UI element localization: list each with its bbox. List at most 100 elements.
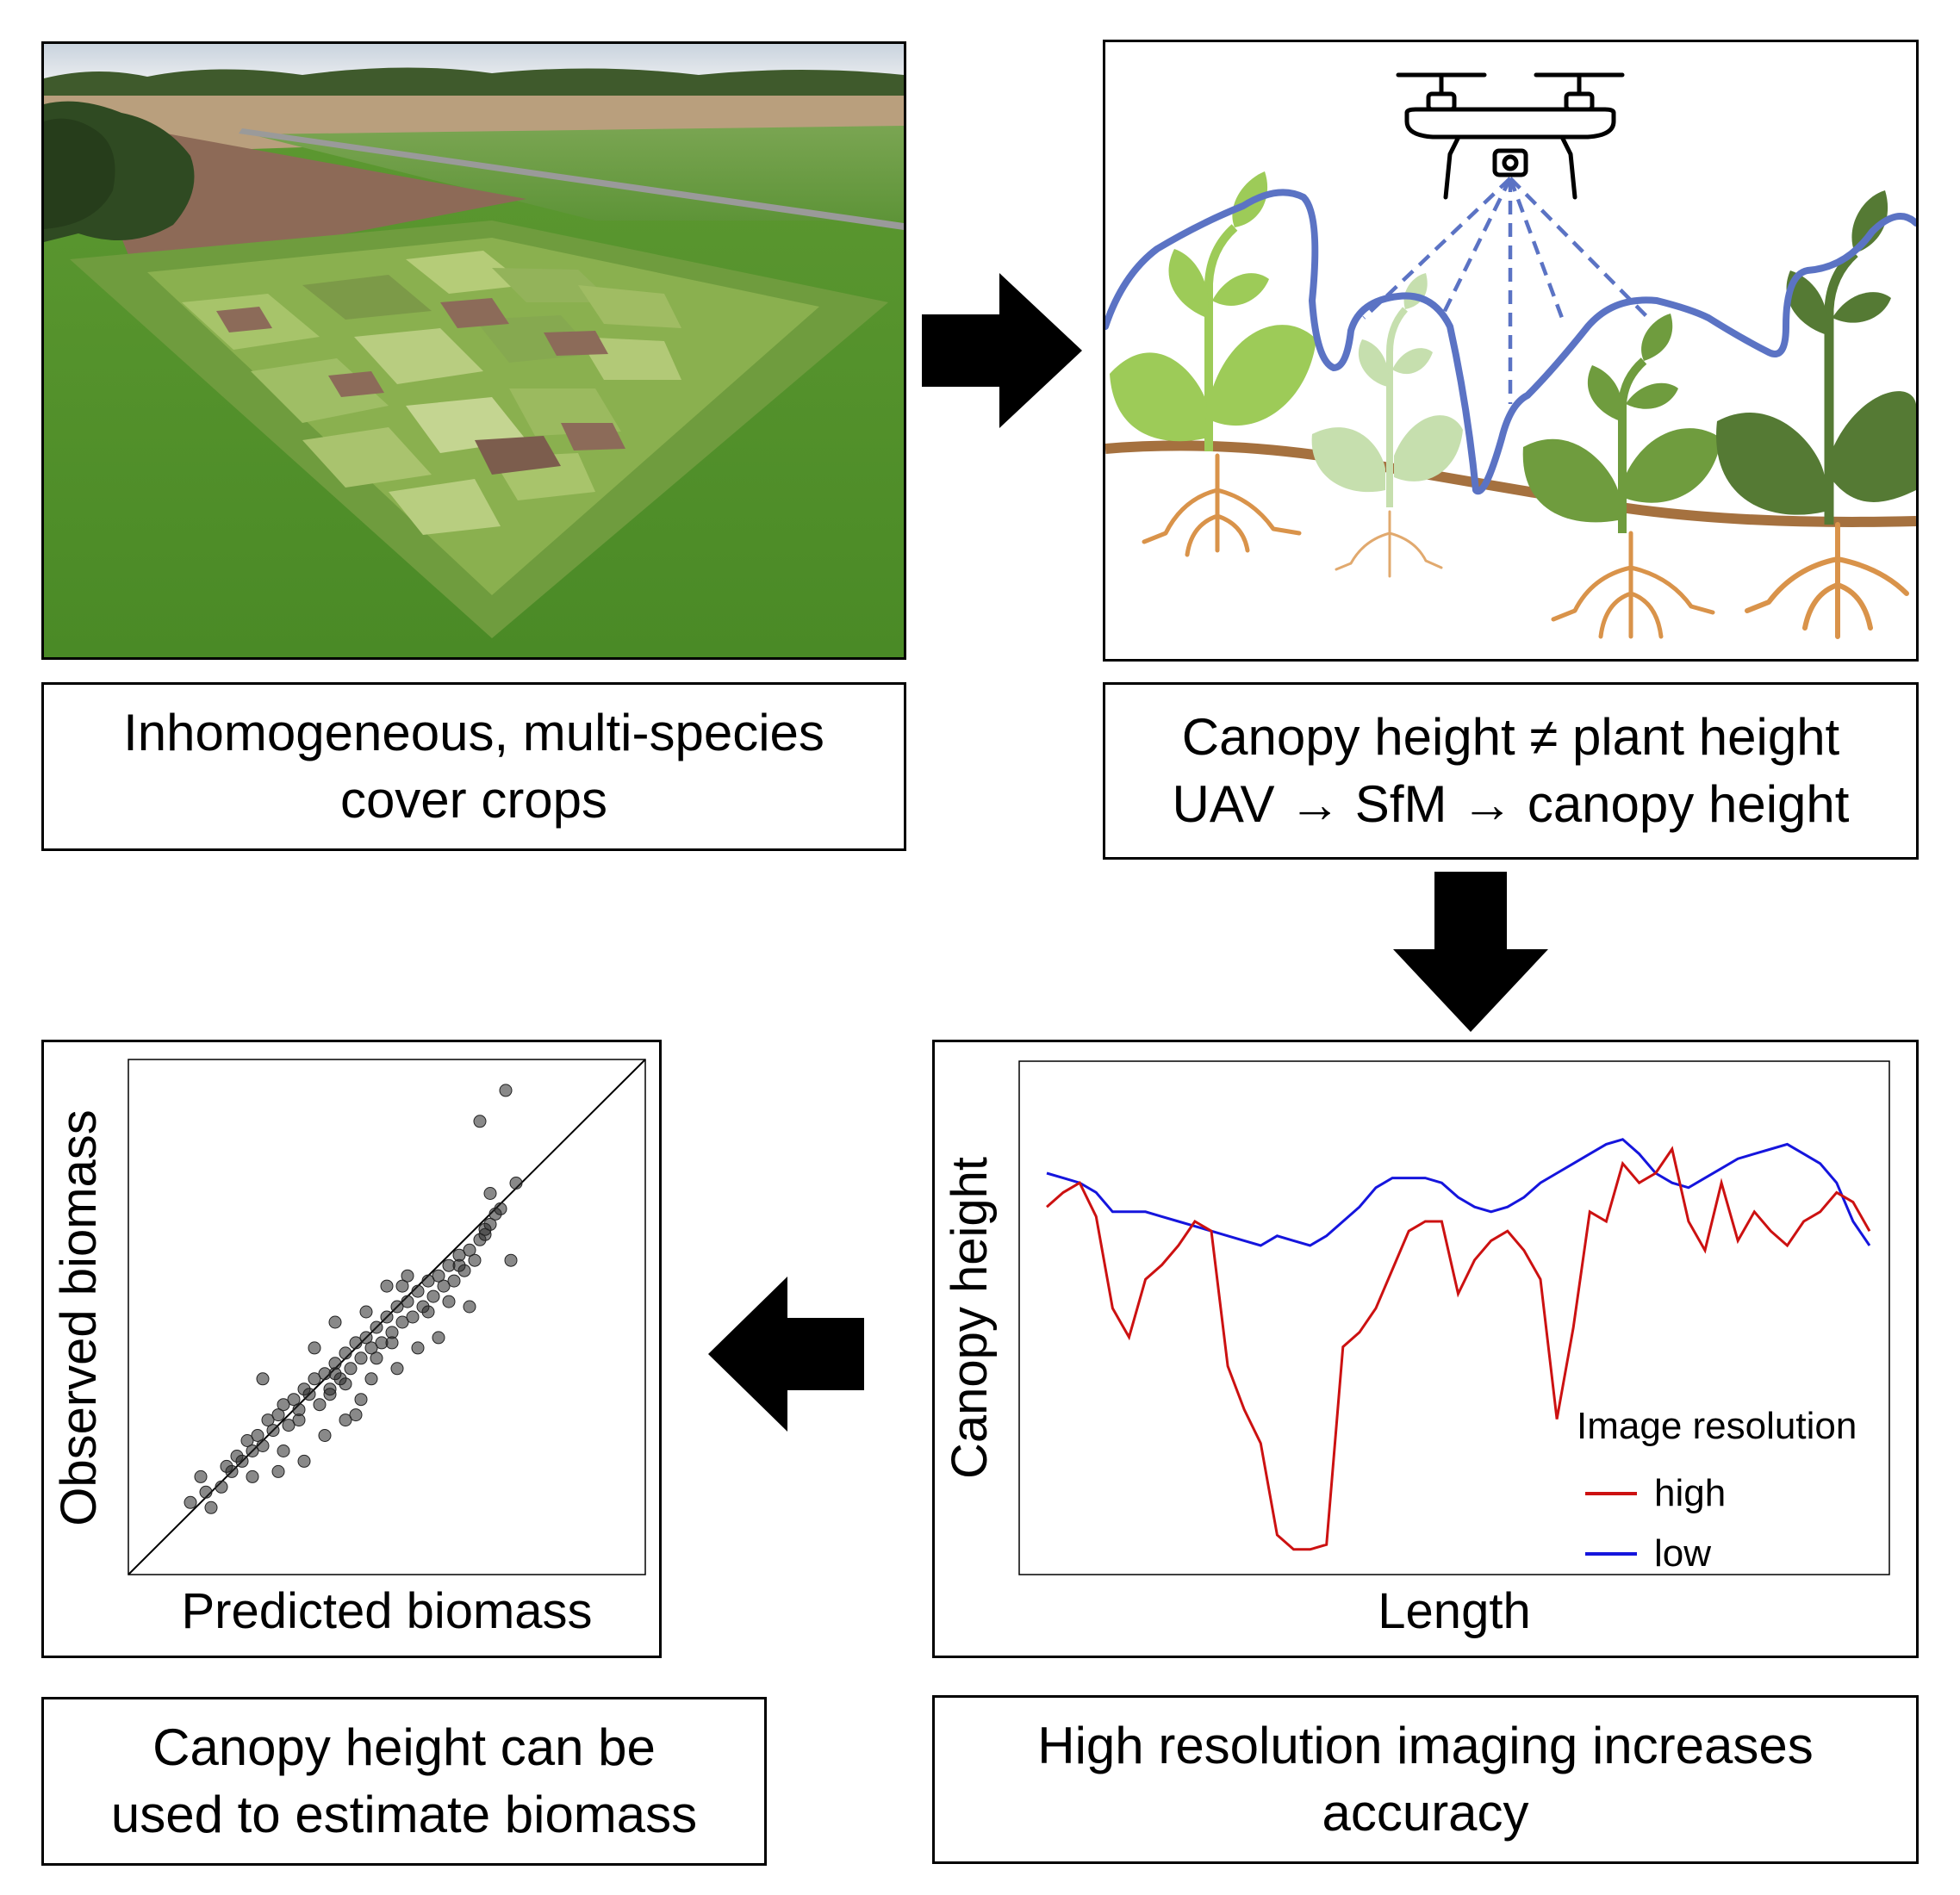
- plant-light-icon: [1110, 171, 1316, 451]
- arrow-right-icon: [922, 273, 1082, 428]
- legend-title: Image resolution: [1577, 1405, 1857, 1447]
- biomass-chart-ylabel: Observed biomass: [51, 1109, 107, 1526]
- caption-canopy-line-2: UAV → SfM → canopy height: [1172, 775, 1850, 833]
- scatter-point: [323, 1388, 337, 1401]
- scatter-point: [390, 1300, 404, 1314]
- scatter-point: [359, 1305, 373, 1319]
- scatter-point: [277, 1445, 290, 1457]
- caption-canopy: Canopy height ≠ plant height UAV → SfM →…: [1103, 682, 1919, 860]
- scatter-point: [251, 1429, 264, 1442]
- scatter-point: [395, 1279, 409, 1293]
- scatter-point: [344, 1362, 358, 1376]
- scatter-point: [473, 1115, 487, 1128]
- scatter-points: [184, 1084, 523, 1514]
- scatter-point: [421, 1274, 435, 1288]
- uav-canopy-panel: [1103, 40, 1919, 662]
- scatter-point: [204, 1500, 218, 1514]
- scatter-point: [256, 1439, 270, 1452]
- scatter-point: [308, 1341, 321, 1355]
- scatter-point: [287, 1393, 301, 1407]
- scatter-point: [308, 1372, 321, 1386]
- scatter-point: [468, 1253, 482, 1267]
- scatter-point: [432, 1331, 445, 1345]
- arrow-left-icon: [708, 1277, 864, 1432]
- scatter-point: [339, 1377, 352, 1391]
- scatter-point: [246, 1445, 259, 1457]
- biomass-chart-panel: Observed biomass Predicted biomass: [41, 1040, 662, 1658]
- caption-canopy-line-1: Canopy height ≠ plant height: [1181, 708, 1840, 766]
- caption-resolution-line-1: High resolution imaging increases: [1037, 1717, 1814, 1774]
- scatter-point: [411, 1341, 425, 1355]
- scatter-point: [442, 1295, 456, 1308]
- scatter-point: [370, 1351, 383, 1365]
- scatter-point: [194, 1469, 208, 1483]
- scatter-point: [349, 1336, 363, 1350]
- scatter-point: [292, 1413, 306, 1427]
- scatter-point: [463, 1243, 476, 1257]
- plant-dark-icon: [1716, 190, 1916, 525]
- plant-pale-icon: [1311, 273, 1463, 507]
- scatter-point: [447, 1274, 461, 1288]
- scatter-point: [504, 1253, 518, 1267]
- scatter-point: [380, 1279, 394, 1293]
- scatter-point: [483, 1187, 497, 1200]
- scatter-point: [297, 1454, 311, 1468]
- scatter-point: [199, 1485, 213, 1499]
- scatter-point: [349, 1408, 363, 1422]
- scatter-point: [235, 1454, 249, 1468]
- legend-low-label: low: [1654, 1532, 1711, 1575]
- scatter-point: [499, 1084, 513, 1097]
- scatter-point: [240, 1434, 254, 1447]
- scatter-point: [215, 1480, 228, 1494]
- caption-resolution-line-2: accuracy: [1322, 1784, 1529, 1842]
- scatter-point: [354, 1351, 368, 1365]
- biomass-chart-xlabel: Predicted biomass: [181, 1583, 592, 1639]
- caption-field-line-2: cover crops: [339, 771, 608, 829]
- height-chart-panel: Canopy height Length Image resolution hi…: [932, 1040, 1919, 1658]
- scatter-point: [359, 1331, 373, 1345]
- height-profile-chart: Canopy height Length Image resolution hi…: [942, 1060, 1890, 1639]
- legend-high-label: high: [1654, 1472, 1726, 1514]
- scatter-point: [277, 1398, 290, 1412]
- scatter-point: [302, 1388, 316, 1401]
- scatter-point: [261, 1413, 275, 1427]
- caption-field: Inhomogeneous, multi-species cover crops: [41, 682, 906, 851]
- scatter-point: [401, 1295, 414, 1308]
- scatter-point: [437, 1279, 451, 1293]
- scatter-point: [463, 1300, 476, 1314]
- scatter-point: [395, 1315, 409, 1329]
- scatter-point: [339, 1413, 352, 1427]
- scatter-point: [421, 1305, 435, 1319]
- height-chart-xlabel: Length: [1378, 1583, 1530, 1639]
- scatter-point: [271, 1464, 285, 1478]
- scatter-point: [339, 1346, 352, 1360]
- caption-resolution: High resolution imaging increases accura…: [932, 1695, 1919, 1864]
- arrow-down-icon: [1393, 872, 1548, 1032]
- scatter-point: [509, 1177, 523, 1190]
- plant-mid-icon: [1522, 314, 1721, 533]
- scatter-point: [354, 1393, 368, 1407]
- scatter-point: [246, 1469, 259, 1483]
- scatter-point: [256, 1372, 270, 1386]
- scatter-point: [282, 1419, 296, 1432]
- height-plot-frame: [1018, 1060, 1890, 1575]
- scatter-point: [411, 1284, 425, 1298]
- scatter-point: [478, 1222, 492, 1236]
- scatter-point: [370, 1320, 383, 1334]
- field-photo: [44, 44, 904, 657]
- scatter-point: [406, 1310, 420, 1324]
- biomass-scatter-chart: Observed biomass Predicted biomass: [51, 1059, 646, 1639]
- scatter-point: [385, 1336, 399, 1350]
- scatter-point: [364, 1341, 378, 1355]
- scatter-point: [390, 1362, 404, 1376]
- scatter-point: [426, 1289, 440, 1303]
- scatter-point: [328, 1315, 342, 1329]
- scatter-point: [313, 1398, 327, 1412]
- scatter-point: [266, 1424, 280, 1438]
- scatter-point: [452, 1258, 466, 1272]
- roots-icon: [1142, 453, 1909, 639]
- height-chart-ylabel: Canopy height: [942, 1157, 998, 1479]
- caption-biomass-line-2: used to estimate biomass: [110, 1786, 698, 1843]
- soil-line: [1105, 440, 1916, 527]
- series-high-line: [1046, 1146, 1871, 1551]
